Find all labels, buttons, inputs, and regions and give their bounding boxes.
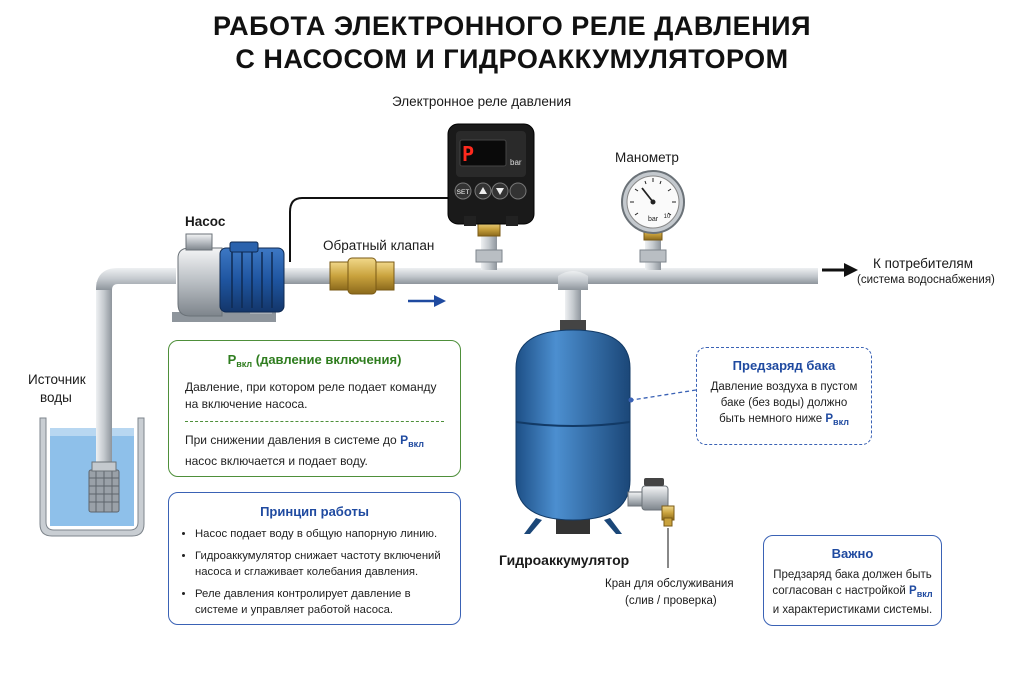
suction-pipe <box>96 282 112 472</box>
principle-box: Принцип работы Насос подает воду в общую… <box>168 492 461 625</box>
pressure-on-box: Pвкл (давление включения) Давление, при … <box>168 340 461 477</box>
principle-heading: Принцип работы <box>260 504 369 519</box>
pressure-on-heading: Pвкл (давление включения) <box>227 352 402 369</box>
strainer-icon <box>88 461 120 513</box>
important-text: Предзаряд бака должен быть согласован с … <box>772 569 933 616</box>
relay-set-button[interactable]: SET <box>457 189 470 196</box>
gauge-needle <box>641 187 654 203</box>
gauge-unit: bar <box>648 216 659 223</box>
page-title-line1: РАБОТА ЭЛЕКТРОННОГО РЕЛЕ ДАВЛЕНИЯ <box>212 11 811 41</box>
relay-display: P <box>462 142 498 166</box>
pressure-on-text2: При снижении давления в системе до Pвкл … <box>185 433 424 468</box>
relay-unit: bar <box>510 158 522 167</box>
source-label-line1: Источник <box>28 372 86 387</box>
accumulator-label: Гидроаккумулятор <box>499 552 630 568</box>
consumer-arrow <box>822 263 858 277</box>
principle-item: Насос подает воду в общую напорную линию… <box>195 526 448 542</box>
pump-icon <box>172 233 285 322</box>
service-tap-icon <box>627 478 675 527</box>
source-label-line2: воды <box>40 390 72 405</box>
check-valve-label: Обратный клапан <box>323 238 435 253</box>
important-heading: Важно <box>831 546 874 561</box>
gauge-scale-max: 10 <box>664 214 671 220</box>
pressure-pipe <box>270 268 818 284</box>
arrow-down-icon <box>496 188 504 195</box>
pump-label: Насос <box>185 214 226 229</box>
consumers-sublabel: (система водоснабжения) <box>857 274 995 286</box>
relay-cable <box>289 197 448 262</box>
precharge-leader-line <box>631 389 697 401</box>
principle-item: Гидроаккумулятор снижает частоту включен… <box>195 548 448 580</box>
precharge-text: Давление воздуха в пустом баке (без воды… <box>710 381 858 427</box>
box-divider <box>185 421 444 422</box>
precharge-heading: Предзаряд бака <box>732 358 836 373</box>
arrow-up-icon <box>479 187 487 194</box>
principle-item: Реле давления контролирует давление в си… <box>195 586 448 618</box>
important-box: Важно Предзаряд бака должен быть согласо… <box>763 535 942 626</box>
manometer-gauge: bar 10 <box>621 170 685 234</box>
tap-label-line2: (слив / проверка) <box>625 595 717 607</box>
relay-power-button[interactable] <box>509 182 527 200</box>
check-valve-icon <box>329 257 395 295</box>
flow-arrow <box>408 295 446 307</box>
consumers-label: К потребителям <box>873 256 974 271</box>
pressure-relay-device: P bar SET <box>447 123 535 226</box>
principle-list: Насос подает воду в общую напорную линию… <box>181 526 448 618</box>
precharge-box: Предзаряд бака Давление воздуха в пустом… <box>696 347 872 445</box>
tap-label-line1: Кран для обслуживания <box>605 578 734 590</box>
relay-label: Электронное реле давления <box>392 94 572 109</box>
pressure-on-text1: Давление, при котором реле подает команд… <box>185 380 437 411</box>
manometer-label: Манометр <box>615 150 679 165</box>
accumulator-tank <box>515 329 631 534</box>
page-title-line2: С НАСОСОМ И ГИДРОАККУМУЛЯТОРОМ <box>235 44 789 74</box>
